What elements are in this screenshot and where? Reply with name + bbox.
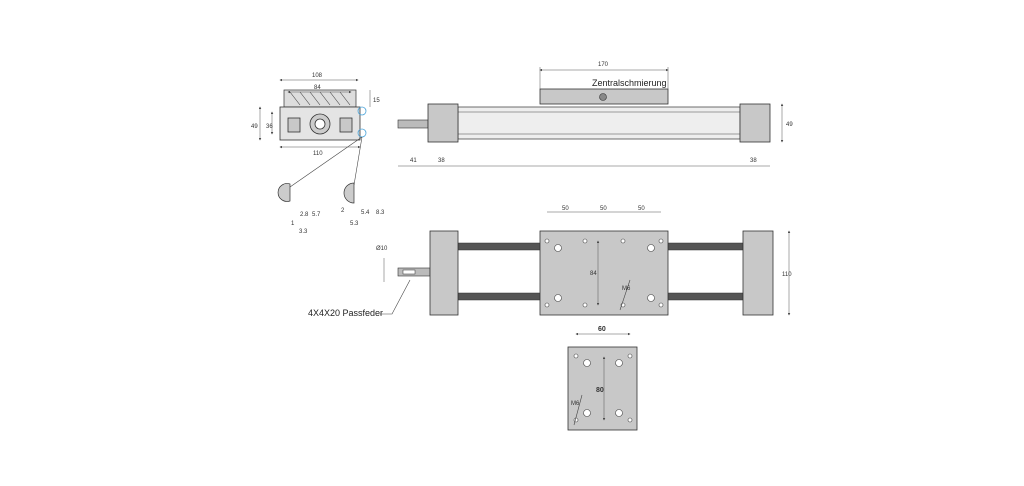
dim-15: 15 — [373, 98, 380, 104]
lubrication-label: Zentralschmierung — [592, 78, 667, 88]
dim-3-3: 3.3 — [299, 229, 308, 235]
mounting-holes — [544, 238, 664, 308]
dim-1: 1 — [291, 221, 295, 227]
keyway — [402, 269, 416, 275]
dim-50-1: 50 — [562, 206, 569, 212]
shaft — [397, 119, 429, 129]
thread-m6-plate: M6 — [571, 401, 580, 407]
dim-60: 60 — [598, 326, 606, 333]
dim-49-side: 49 — [786, 122, 793, 128]
profile — [457, 106, 741, 140]
top-view: 50 50 50 84 M6 110 Ø10 4X4X20 Passfeder — [308, 206, 792, 318]
plate-holes — [573, 353, 633, 423]
dim-49: 49 — [251, 124, 258, 130]
dim-80: 80 — [596, 387, 604, 394]
plate-view: 60 80 M6 — [567, 326, 638, 431]
section-view: 108 84 15 36 49 110 2.8 5.7 1 3.3 2 5.4 … — [251, 73, 385, 235]
detail-left — [277, 183, 291, 202]
dim-41: 41 — [410, 158, 417, 164]
dim-38-right: 38 — [750, 158, 757, 164]
dim-50-3: 50 — [638, 206, 645, 212]
carriage-top — [539, 230, 669, 316]
endcap-left — [427, 103, 459, 143]
dim-50-2: 50 — [600, 206, 607, 212]
endcap-right-top — [742, 230, 774, 316]
dim-110: 110 — [313, 151, 323, 157]
dim-shaft-dia: Ø10 — [376, 246, 388, 252]
dim-36: 36 — [266, 124, 273, 130]
dim-84: 84 — [314, 85, 321, 91]
dim-5-4: 5.4 — [361, 210, 370, 216]
lubrication-nipple-icon — [599, 93, 607, 101]
thread-m6: M6 — [622, 286, 631, 292]
dim-5-3: 5.3 — [350, 221, 359, 227]
dim-8-3: 8.3 — [376, 210, 385, 216]
dim-110-top: 110 — [782, 272, 792, 278]
dim-2-8: 2.8 — [300, 212, 309, 218]
dim-2: 2 — [341, 208, 345, 214]
endcap-left-top — [429, 230, 459, 316]
detail-right — [343, 182, 355, 204]
plate — [567, 346, 638, 431]
dim-38-left: 38 — [438, 158, 445, 164]
dim-84-top: 84 — [590, 271, 597, 277]
side-view: 170 Zentralschmierung 49 41 38 38 — [397, 62, 793, 167]
endcap-right — [739, 103, 771, 143]
key-label: 4X4X20 Passfeder — [308, 308, 383, 318]
dim-170: 170 — [598, 62, 609, 68]
dim-108: 108 — [312, 73, 323, 79]
dim-5-7: 5.7 — [312, 212, 321, 218]
